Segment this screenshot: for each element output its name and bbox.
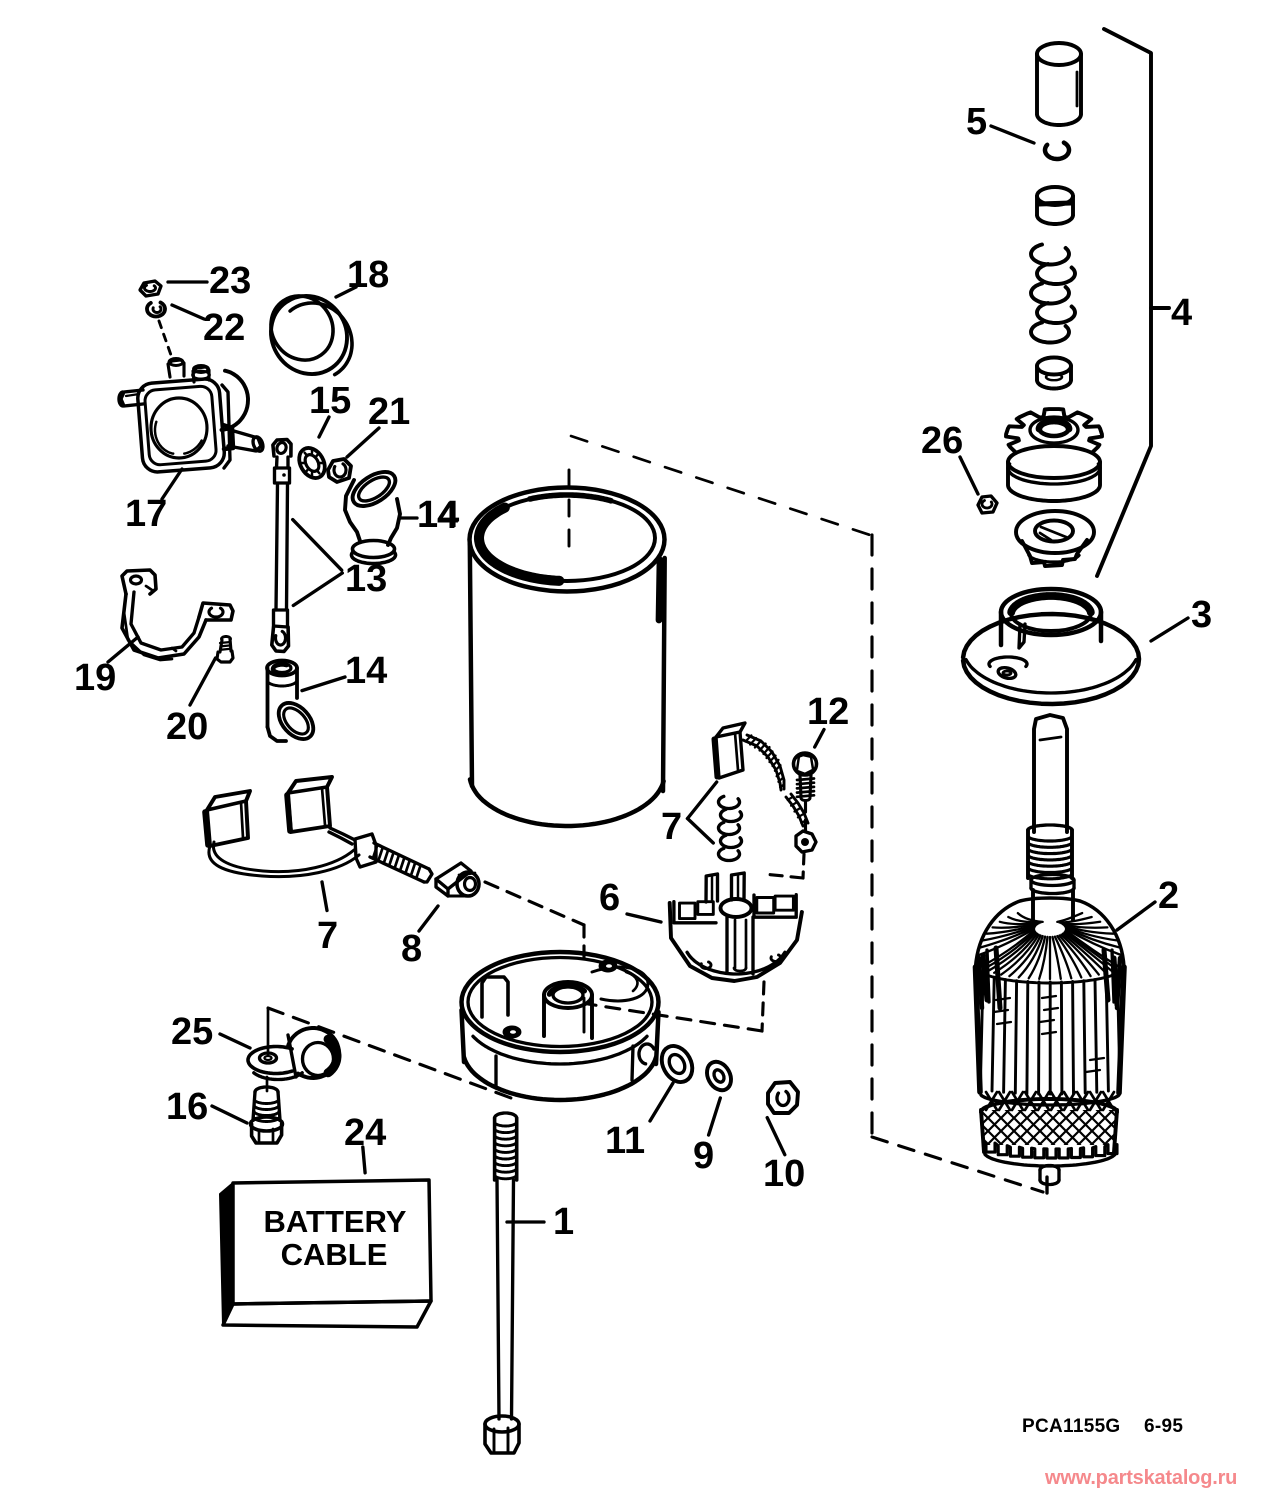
svg-text:11: 11 — [605, 1120, 645, 1162]
svg-text:4: 4 — [1171, 292, 1192, 334]
svg-text:14: 14 — [417, 494, 459, 536]
svg-text:7: 7 — [661, 806, 682, 848]
svg-text:21: 21 — [368, 391, 410, 433]
svg-text:10: 10 — [763, 1153, 805, 1195]
svg-text:24: 24 — [344, 1112, 386, 1154]
svg-text:6: 6 — [599, 877, 620, 919]
svg-text:16: 16 — [166, 1086, 208, 1128]
svg-text:18: 18 — [347, 254, 389, 296]
svg-text:PCA1155G: PCA1155G — [1022, 1416, 1121, 1437]
svg-text:23: 23 — [209, 260, 251, 302]
svg-text:12: 12 — [807, 691, 849, 733]
svg-text:19: 19 — [74, 657, 116, 699]
svg-text:20: 20 — [166, 706, 208, 748]
svg-text:3: 3 — [1191, 594, 1212, 636]
svg-text:9: 9 — [693, 1135, 714, 1177]
svg-text:BATTERY: BATTERY — [264, 1204, 407, 1239]
svg-text:17: 17 — [125, 493, 167, 535]
svg-text:www.partskatalog.ru: www.partskatalog.ru — [1044, 1467, 1237, 1489]
svg-text:5: 5 — [966, 101, 987, 143]
svg-text:8: 8 — [401, 928, 422, 970]
svg-text:CABLE: CABLE — [281, 1237, 388, 1272]
svg-text:6-95: 6-95 — [1144, 1416, 1183, 1437]
svg-text:25: 25 — [171, 1011, 213, 1053]
svg-text:14: 14 — [345, 650, 387, 692]
svg-text:26: 26 — [921, 420, 963, 462]
svg-text:7: 7 — [317, 915, 338, 957]
svg-text:13: 13 — [345, 558, 387, 600]
svg-text:2: 2 — [1158, 875, 1179, 917]
svg-text:15: 15 — [309, 380, 351, 422]
svg-text:1: 1 — [553, 1201, 574, 1243]
svg-text:22: 22 — [203, 307, 245, 349]
svg-text:4: 4 — [437, 495, 458, 537]
